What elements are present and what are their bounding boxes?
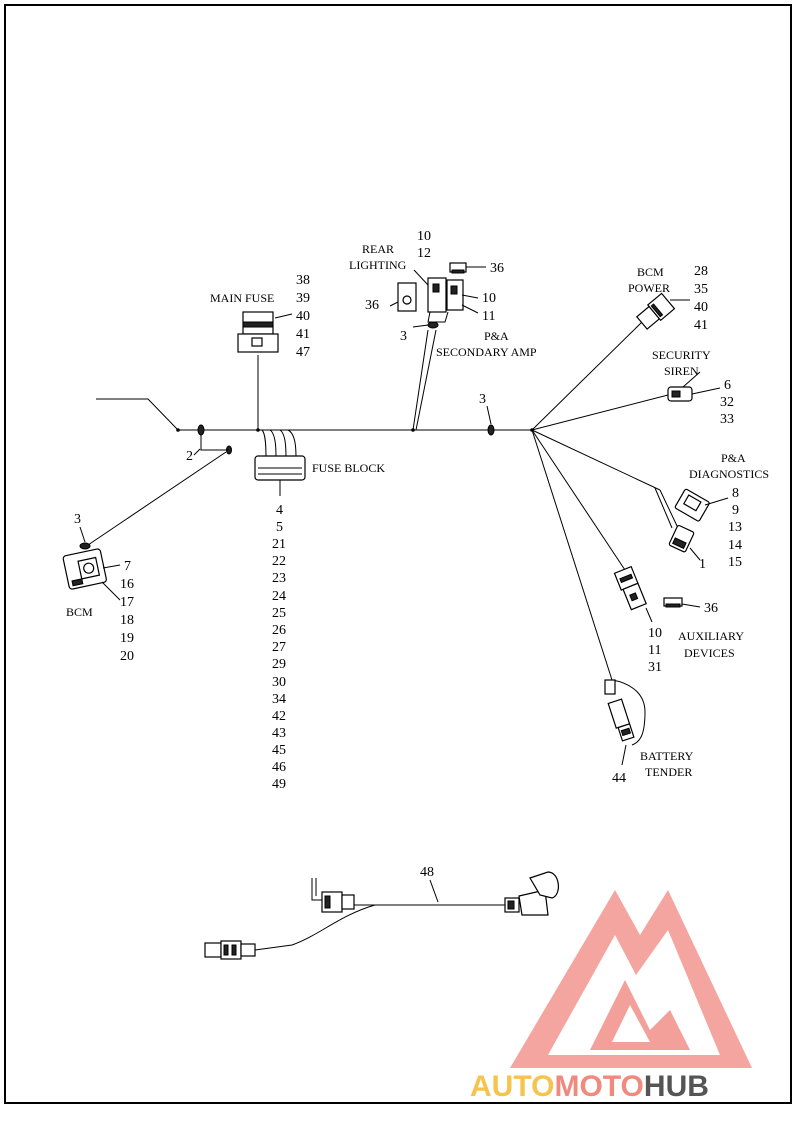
rear-lighting-label-line2: LIGHTING [349,258,407,272]
svg-text:8: 8 [732,486,739,501]
svg-text:15: 15 [728,555,742,570]
security-siren-label-line2: SIREN [664,364,699,378]
main-fuse-callouts: 38 39 40 41 47 [296,273,310,360]
svg-text:46: 46 [272,760,286,775]
main-fuse-connector [237,311,293,430]
main-fuse-label: MAIN FUSE [210,291,274,305]
svg-text:14: 14 [728,538,742,553]
diag-callout-1: 1 [699,557,706,572]
svg-text:26: 26 [272,623,286,638]
bcm-power-callouts: 28 35 40 41 [694,264,708,333]
svg-text:22: 22 [272,554,286,569]
fuse-block-label: FUSE BLOCK [312,461,385,475]
lower-harness-callout-48: 48 [420,865,434,880]
bcm-power-label-line2: POWER [628,281,670,295]
tie-callout-3: 3 [479,392,486,407]
svg-text:34: 34 [272,692,286,707]
svg-text:10: 10 [648,626,662,641]
svg-text:35: 35 [694,282,708,297]
security-siren-connector [667,371,721,402]
pa-amp-label-line2: SECONDARY AMP [436,345,537,359]
svg-text:23: 23 [272,571,286,586]
amp-callout-11: 11 [482,309,495,324]
battery-tender-connector [604,679,646,766]
aux-callout-36: 36 [704,601,718,616]
svg-text:21: 21 [272,537,286,552]
pa-diagnostics-connector [654,487,729,561]
svg-text:41: 41 [694,318,708,333]
amp-callout-10: 10 [482,291,496,306]
bcm-callout-3: 3 [74,512,81,527]
svg-text:40: 40 [694,300,708,315]
clip-callout-2: 2 [186,449,193,464]
rear-callout-36: 36 [365,298,379,313]
security-siren-label-line1: SECURITY [652,348,711,362]
svg-text:25: 25 [272,606,286,621]
svg-text:6: 6 [724,378,731,393]
svg-text:27: 27 [272,640,286,655]
bcm-power-label-line1: BCM [637,265,664,279]
rear-lighting-label-line1: REAR [362,242,394,256]
svg-text:16: 16 [120,577,134,592]
svg-text:5: 5 [276,520,283,535]
svg-text:19: 19 [120,631,134,646]
svg-text:31: 31 [648,660,662,675]
svg-text:13: 13 [728,520,742,535]
cap-callout-36: 36 [490,261,504,276]
svg-text:4: 4 [276,503,283,518]
main-harness-trunk [96,398,534,456]
battery-tender-label-line1: BATTERY [640,749,694,763]
svg-text:17: 17 [120,595,134,610]
svg-text:30: 30 [272,675,286,690]
auxiliary-devices-connector [613,565,701,623]
svg-text:7: 7 [124,559,131,574]
aux-callouts: 10 11 31 [648,626,662,675]
watermark-text: AUTOMOTOHUB [470,1070,709,1103]
amp-callout-3: 3 [400,329,407,344]
siren-callouts: 6 32 33 [720,378,734,427]
svg-text:20: 20 [120,649,134,664]
svg-text:11: 11 [648,643,661,658]
bcm-label: BCM [66,605,93,619]
svg-text:47: 47 [296,345,310,360]
svg-text:42: 42 [272,709,286,724]
fuse-block-callouts: 4 5 21 22 23 24 25 26 27 29 30 34 42 43 … [272,503,286,792]
bcm-module [62,451,227,601]
svg-text:28: 28 [694,264,708,279]
aux-label-line2: DEVICES [684,646,735,660]
rear-callout-10: 10 [417,229,431,244]
pa-diag-label-line1: P&A [721,451,746,465]
svg-text:45: 45 [272,743,286,758]
pa-amp-label-line1: P&A [484,329,509,343]
battery-callout-44: 44 [612,771,626,786]
svg-text:9: 9 [732,503,739,518]
fuse-block-connector [254,429,306,496]
bcm-callouts: 7 16 17 18 19 20 [120,559,134,664]
svg-text:41: 41 [296,327,310,342]
automotohub-logo-icon [510,890,752,1068]
svg-text:29: 29 [272,657,286,672]
cap-36-top [449,262,486,274]
svg-text:43: 43 [272,726,286,741]
battery-tender-label-line2: TENDER [645,765,692,779]
svg-text:40: 40 [296,309,310,324]
svg-text:32: 32 [720,395,734,410]
pa-diag-label-line2: DIAGNOSTICS [689,467,769,481]
bcm-power-connector [635,292,690,330]
right-branches [531,321,669,681]
svg-text:33: 33 [720,412,734,427]
rear-callout-12: 12 [417,246,431,261]
svg-text:39: 39 [296,291,310,306]
lower-harness-48 [204,871,559,960]
svg-text:18: 18 [120,613,134,628]
svg-text:38: 38 [296,273,310,288]
svg-text:24: 24 [272,589,286,604]
diagram-frame [4,4,792,1104]
diag-callouts: 8 9 13 14 15 [728,486,742,570]
aux-label-line1: AUXILIARY [678,629,744,643]
svg-text:49: 49 [272,777,286,792]
rear-lighting-connectors [389,269,479,431]
